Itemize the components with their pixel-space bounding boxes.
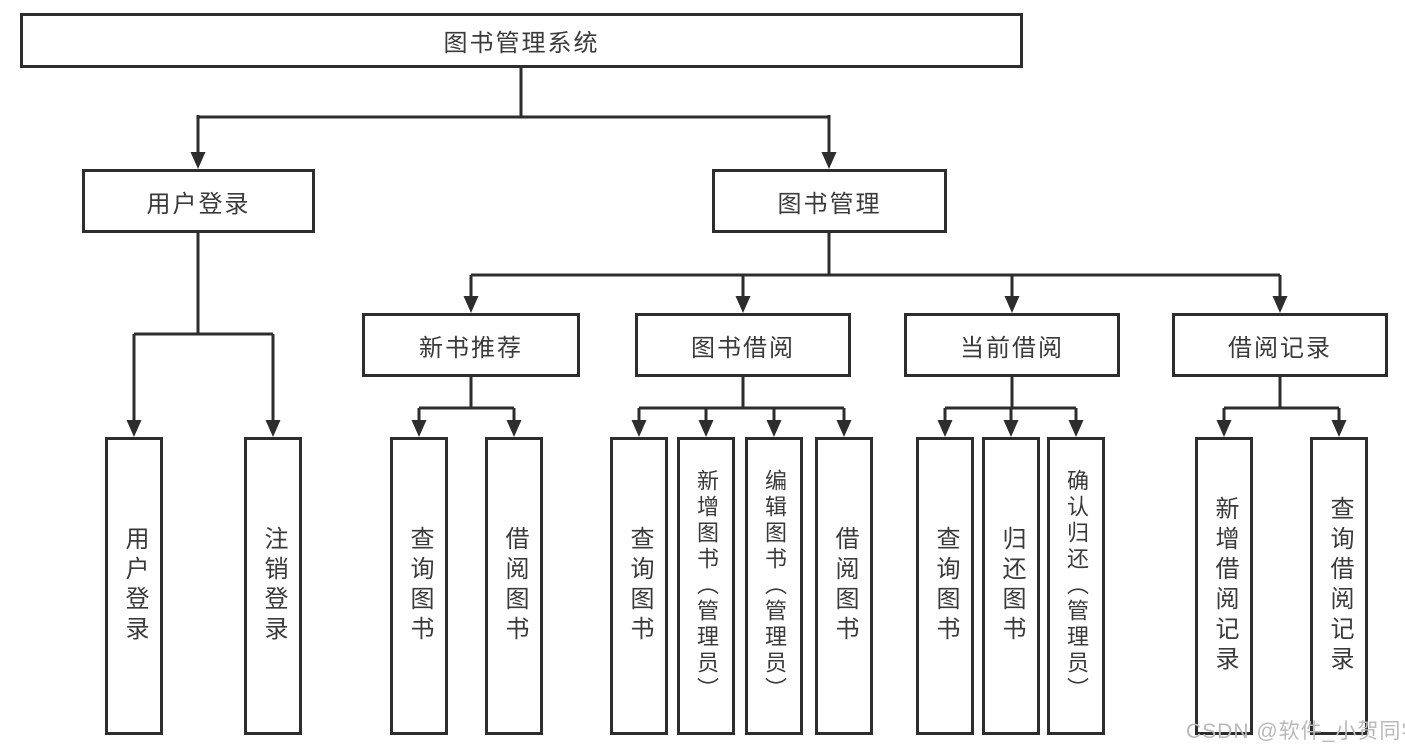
node-book-borrow-label: 图书借阅 <box>691 334 795 362</box>
leaf-query-book-2: 查询图书 <box>610 437 668 735</box>
leaf-query-book-3: 查询图书 <box>916 437 974 735</box>
leaf-borrow-book-2: 借阅图书 <box>815 437 873 735</box>
leaf-user-login-label: 用户登录 <box>121 526 148 646</box>
node-root: 图书管理系统 <box>20 13 1023 68</box>
leaf-query-borrow-record-label: 查询借阅记录 <box>1326 496 1353 676</box>
arrowheads <box>126 152 1347 437</box>
leaf-query-book-3-label: 查询图书 <box>932 526 959 646</box>
node-new-book-recommend-label: 新书推荐 <box>419 334 523 362</box>
csdn-watermark: CSDN @软件_小贺同学 <box>1186 720 1405 743</box>
leaf-query-borrow-record: 查询借阅记录 <box>1310 437 1368 735</box>
node-current-borrow: 当前借阅 <box>904 313 1120 377</box>
leaf-confirm-return-admin-label: 确认归还（管理员） <box>1064 469 1089 703</box>
node-borrow-records: 借阅记录 <box>1172 313 1388 377</box>
node-book-borrow: 图书借阅 <box>635 313 851 377</box>
leaf-confirm-return-admin: 确认归还（管理员） <box>1047 437 1105 735</box>
leaf-query-book-2-label: 查询图书 <box>626 526 653 646</box>
leaf-add-book-admin-label: 新增图书（管理员） <box>694 469 719 703</box>
leaf-edit-book-admin: 编辑图书（管理员） <box>745 437 803 735</box>
leaf-return-book: 归还图书 <box>982 437 1040 735</box>
leaf-logout: 注销登录 <box>244 437 302 735</box>
leaf-user-login: 用户登录 <box>105 437 163 735</box>
leaf-logout-label: 注销登录 <box>260 526 287 646</box>
node-new-book-recommend: 新书推荐 <box>362 313 580 377</box>
leaf-return-book-label: 归还图书 <box>998 526 1025 646</box>
node-book-management-label: 图书管理 <box>777 190 882 218</box>
leaf-borrow-book-1-label: 借阅图书 <box>501 526 528 646</box>
leaf-edit-book-admin-label: 编辑图书（管理员） <box>762 469 787 703</box>
node-root-label: 图书管理系统 <box>443 30 600 57</box>
leaf-add-borrow-record-label: 新增借阅记录 <box>1211 496 1238 676</box>
node-user-login-label: 用户登录 <box>146 190 251 218</box>
node-borrow-records-label: 借阅记录 <box>1228 334 1332 362</box>
leaf-query-book-1: 查询图书 <box>390 437 448 735</box>
leaf-add-borrow-record: 新增借阅记录 <box>1195 437 1253 735</box>
node-current-borrow-label: 当前借阅 <box>960 334 1064 362</box>
leaf-add-book-admin: 新增图书（管理员） <box>677 437 735 735</box>
leaf-borrow-book-2-label: 借阅图书 <box>831 526 858 646</box>
leaf-query-book-1-label: 查询图书 <box>406 526 433 646</box>
leaf-borrow-book-1: 借阅图书 <box>485 437 543 735</box>
node-book-management: 图书管理 <box>712 169 947 233</box>
node-user-login: 用户登录 <box>82 169 315 233</box>
